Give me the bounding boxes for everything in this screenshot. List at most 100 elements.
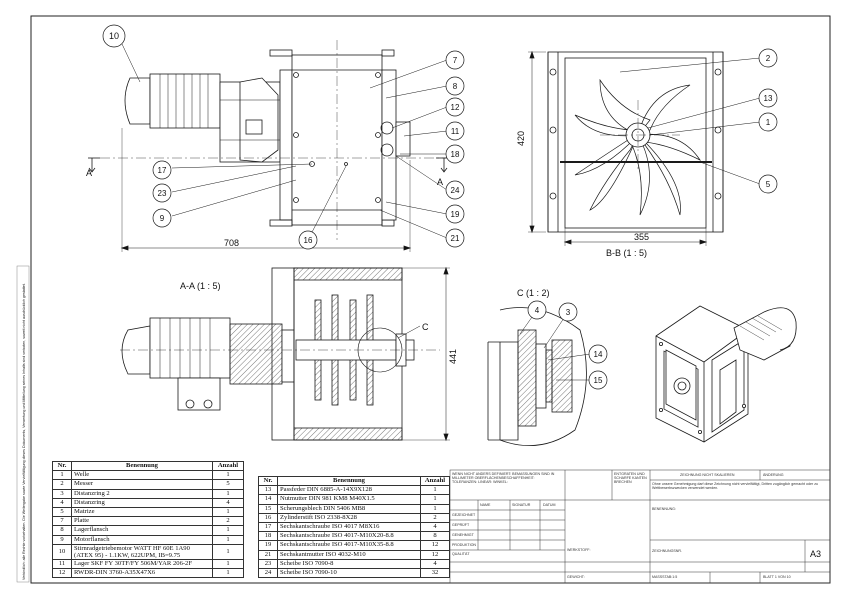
bom-right-cell-name: Sechskantschraube ISO 4017 M8X16 (277, 522, 421, 533)
motor-fins (159, 74, 209, 128)
balloon-12 (445, 97, 465, 117)
balloon-1 (758, 112, 778, 132)
svg-text:16: 16 (304, 236, 313, 245)
aa-view (120, 266, 450, 442)
svg-text:9: 9 (160, 214, 165, 223)
leaders-bb (619, 57, 761, 185)
svg-text:5: 5 (766, 180, 771, 189)
bom-right-cell-qty: 8 (420, 531, 450, 542)
bom-right-cell-qty: 12 (420, 540, 450, 551)
svg-text:17: 17 (158, 166, 167, 175)
bom-left-cell-name: Platte (71, 516, 213, 527)
tb-copyright: Ohne unsere Genehmigung darf diese Zeich… (652, 482, 819, 491)
balloon-8 (445, 76, 465, 96)
aa-gearbox-hatched (229, 323, 283, 385)
svg-text:12: 12 (451, 103, 460, 112)
bom-left-cell-name: Lager SKF FY 30TF/FY 506M/YAR 206-2F (71, 558, 213, 570)
svg-text:8: 8 (453, 82, 458, 91)
bom-right-cell-name: Sechskantschraube ISO 4017-M10X35-8.8 (277, 540, 421, 551)
svg-text:15: 15 (594, 376, 603, 385)
bom-left-cell-name: Welle (71, 470, 213, 481)
section-aa-title: A-A (1 : 5) (180, 281, 221, 291)
bom-left-cell-name: Lagerflansch (71, 525, 213, 536)
bom-left-cell-nr: 4 (52, 497, 72, 509)
tb-benennung: BENENNUNG: (652, 507, 676, 511)
tb-name: NAME (480, 503, 491, 507)
bom-right-cell-nr: 17 (258, 522, 278, 533)
motor-body (149, 73, 221, 129)
title-block-frame (449, 469, 831, 584)
svg-text:10: 10 (109, 31, 119, 41)
bom-left-cell-name: Motorflansch (71, 534, 213, 545)
bearing (395, 121, 411, 157)
side-note: Verbindlich: alle Rechte vorbehalten. Di… (22, 283, 26, 580)
bom-right-cell-name: Sechskantmutter ISO 4032-M10 (277, 549, 421, 560)
tb-date: DATUM (543, 503, 556, 507)
bom-left-cell-nr: 5 (52, 507, 72, 518)
bom-left-cell-nr: 3 (52, 488, 72, 499)
bom-left-cell-qty: 2 (212, 516, 244, 527)
tb-drawn: GEZEICHNET (452, 513, 476, 517)
bb-view (528, 50, 724, 246)
bom-left-cell-nr: 11 (52, 558, 72, 570)
balloon-16 (298, 230, 318, 250)
balloon-9 (152, 208, 172, 228)
bom-left-cell-qty: 4 (212, 497, 244, 509)
bom-right-header-qty: Anzahl (420, 475, 450, 487)
tb-general-note: WENN NICHT ANDERS DEFINIERT: BEMASSUNGEN… (452, 472, 555, 485)
bom-left-cell-name: Messer (71, 479, 213, 490)
dim-441: 441 (448, 349, 458, 364)
dim-708: 708 (224, 238, 239, 248)
bom-right-cell-nr: 16 (258, 512, 278, 524)
balloon-17 (152, 160, 172, 180)
bom-left-cell-name: Stirnradgetriebemotor WATT HF 60E 1A90 (… (71, 543, 213, 560)
iso-view (655, 305, 797, 443)
tb-checked: GEPRÜFT (452, 523, 470, 527)
bom-right-cell-qty: 1 (420, 494, 450, 505)
bom-right-cell-qty: 2 (420, 512, 450, 524)
bom-right-cell-name: Nutmutter DIN 981 KM8 M40X1.5 (277, 494, 421, 505)
balloon-14 (588, 344, 608, 364)
svg-text:14: 14 (594, 350, 603, 359)
balloon-5 (758, 174, 778, 194)
svg-text:1: 1 (766, 118, 771, 127)
balloon-7 (445, 50, 465, 70)
balloon-23 (152, 183, 172, 203)
bom-right-cell-nr: 23 (258, 558, 278, 570)
bom-right-cell-name: Sechskantschraube ISO 4017-M10X20-8.8 (277, 531, 421, 542)
bom-left-header-qty: Anzahl (212, 460, 244, 472)
motor-flange (279, 69, 293, 221)
leaders-top (121, 43, 448, 241)
bom-left-cell-nr: 1 (52, 470, 72, 481)
bom-left-cell-nr: 2 (52, 479, 72, 490)
bom-left-cell-qty: 1 (212, 525, 244, 536)
svg-text:13: 13 (764, 94, 773, 103)
tb-sheet: BLATT 1 VON 10 (763, 575, 791, 579)
svg-text:21: 21 (451, 234, 460, 243)
balloon-18 (445, 144, 465, 164)
balloon-10 (102, 24, 126, 48)
bom-left-cell-qty: 1 (212, 470, 244, 481)
motor-fan-cap (124, 77, 151, 125)
section-c-marker: C (422, 322, 429, 332)
tb-production: PRODUKTION (452, 543, 476, 547)
bom-left-cell-name: Distanzring 2 (71, 488, 213, 499)
section-bb-title: B-B (1 : 5) (606, 248, 647, 258)
